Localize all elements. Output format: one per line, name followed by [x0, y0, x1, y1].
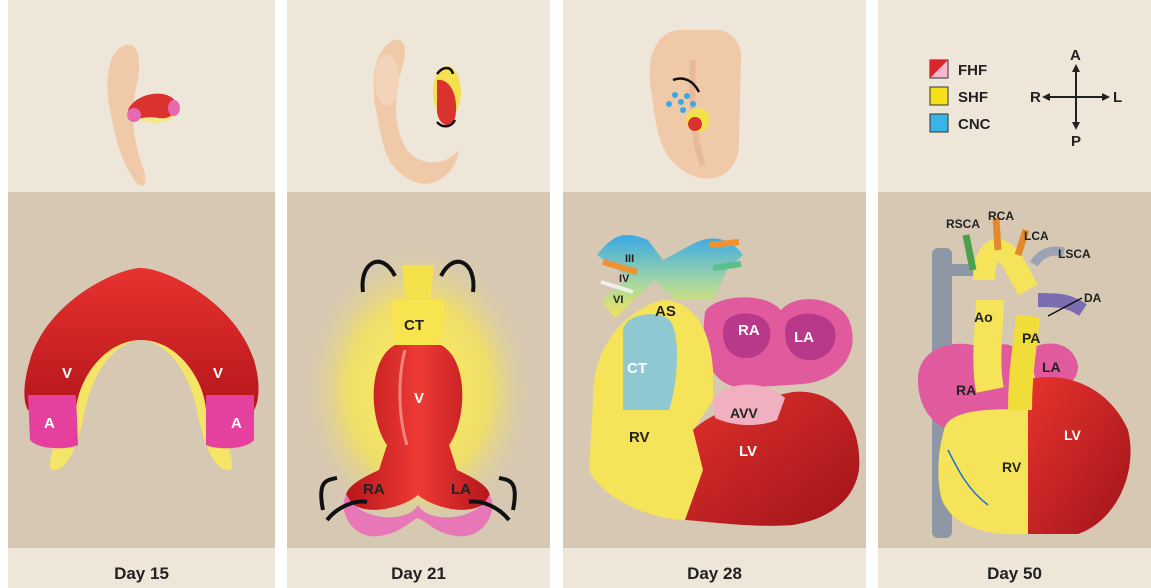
label-lca: LCA — [1024, 229, 1049, 243]
label-rca: RCA — [988, 209, 1014, 223]
day-label: Day 50 — [878, 564, 1151, 584]
embryo-thumbnail — [374, 40, 461, 184]
label-ra: RA — [738, 322, 760, 339]
label-da: DA — [1084, 291, 1102, 305]
panel-day-50: FHF SHF CNC A P R L — [878, 0, 1151, 588]
legend-item-fhf: FHF — [930, 60, 987, 79]
legend-item-shf: SHF — [930, 87, 988, 106]
label-pa: PA — [1022, 330, 1040, 346]
label-iii: III — [625, 253, 634, 265]
label-a-left: A — [44, 415, 55, 432]
cardiac-crescent: V V A A — [24, 268, 258, 470]
label-ct: CT — [627, 360, 647, 377]
label-v-left: V — [62, 365, 72, 382]
label-rv: RV — [629, 429, 650, 446]
compass-a: A — [1070, 47, 1081, 64]
day15-illustration: V V A A — [8, 0, 275, 588]
label-rsca: RSCA — [946, 217, 980, 231]
atria: RA LA — [704, 297, 853, 388]
day21-illustration: CT V RA LA — [287, 0, 550, 588]
orientation-compass: A P R L — [1030, 47, 1122, 150]
embryo-thumbnail — [107, 45, 180, 186]
label-ct: CT — [404, 317, 424, 334]
legend: FHF SHF CNC — [930, 60, 991, 133]
embryo-thumbnail — [650, 30, 742, 179]
label-as: AS — [655, 303, 676, 320]
day50-illustration: FHF SHF CNC A P R L — [878, 0, 1151, 588]
label-ra: RA — [363, 481, 385, 498]
mature-heart: RSCA RCA LCA LSCA DA Ao PA LA RA RV LV — [918, 209, 1131, 538]
legend-item-cnc: CNC — [930, 114, 991, 133]
compass-p: P — [1071, 133, 1081, 150]
day28-illustration: III IV VI RA LA CT AS AVV RV LV — [563, 0, 866, 588]
panel-day-21: CT V RA LA Day 21 — [287, 0, 550, 588]
label-ra: RA — [956, 382, 976, 398]
legend-label-shf: SHF — [958, 89, 988, 106]
label-lv: LV — [739, 443, 757, 460]
label-la: LA — [451, 481, 471, 498]
compass-l: L — [1113, 89, 1122, 106]
label-la: LA — [794, 329, 814, 346]
label-lv: LV — [1064, 427, 1082, 443]
label-v: V — [414, 390, 424, 407]
label-ao: Ao — [974, 309, 993, 325]
day-label: Day 28 — [563, 564, 866, 584]
day-label: Day 15 — [8, 564, 275, 584]
legend-label-cnc: CNC — [958, 116, 991, 133]
label-vi: VI — [613, 294, 623, 306]
panel-day-15: V V A A Day 15 — [8, 0, 275, 588]
label-v-right: V — [213, 365, 223, 382]
label-iv: IV — [619, 273, 630, 285]
legend-label-fhf: FHF — [958, 62, 987, 79]
label-lsca: LSCA — [1058, 247, 1091, 261]
day-label: Day 21 — [287, 564, 550, 584]
label-rv: RV — [1002, 459, 1022, 475]
label-a-right: A — [231, 415, 242, 432]
label-avv: AVV — [730, 405, 758, 421]
compass-r: R — [1030, 89, 1041, 106]
panel-day-28: III IV VI RA LA CT AS AVV RV LV Day 28 — [563, 0, 866, 588]
label-la: LA — [1042, 359, 1061, 375]
